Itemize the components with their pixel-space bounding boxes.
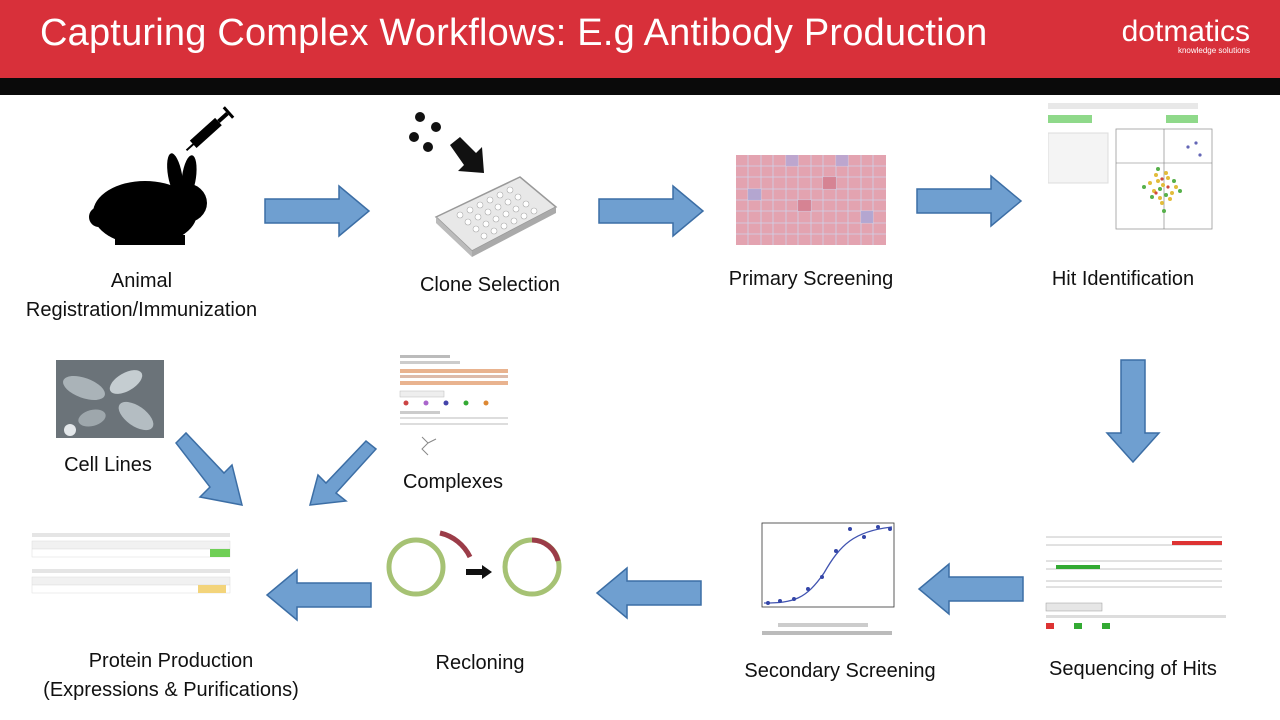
logo-tagline: knowledge solutions [1177,46,1250,55]
workflow-diagram: Animal Registration/Immunization Clone S… [0,95,1280,720]
arrow-diagonal-down-right [175,431,244,506]
arrow-right-1 [264,184,371,238]
step-primary-screening: Primary Screening [728,268,894,290]
protein-tables-thumbnail [31,533,231,594]
arrow-right-2 [598,184,705,238]
dose-response-curve-thumbnail [761,522,895,635]
slide-title: Capturing Complex Workflows: E.g Antibod… [40,12,988,54]
heatmap-plate-icon [736,155,886,245]
plasmid-recloning-icon [386,530,562,597]
cell-micrograph-thumbnail [56,360,164,438]
step-clone-selection: Clone Selection [419,274,561,296]
arrow-right-3 [916,174,1023,228]
dotmatics-logo: dotmatics knowledge solutions [1121,15,1250,56]
arrow-left-3 [265,568,372,622]
step-animal-line2: Registration/Immunization [25,299,258,321]
sequence-viewer-thumbnail [1045,536,1226,629]
step-protein-production: Protein Production (Expressions & Purifi… [20,647,322,705]
step-protein-line1: Protein Production [88,650,254,672]
arrow-down [1105,359,1161,464]
step-cell-lines: Cell Lines [64,454,152,476]
header-divider [0,78,1280,95]
step-animal-line1: Animal [110,270,173,292]
step-protein-line2: (Expressions & Purifications) [43,679,299,701]
step-recloning: Recloning [435,652,525,674]
rabbit-syringe-icon [89,106,235,245]
step-animal-registration: Animal Registration/Immunization [10,267,273,325]
step-complexes: Complexes [402,471,504,493]
well-plate-icon [409,112,558,257]
step-hit-identification: Hit Identification [1051,268,1195,290]
slide-header: Capturing Complex Workflows: E.g Antibod… [0,0,1280,78]
complex-document-thumbnail [399,355,508,456]
step-secondary-screening: Secondary Screening [744,660,936,682]
step-sequencing-of-hits: Sequencing of Hits [1049,658,1217,680]
arrow-diagonal-down-left [308,439,378,506]
arrow-left-1 [917,562,1024,616]
logo-name: dotmatics [1121,15,1250,48]
scatter-plot-thumbnail [1048,103,1213,230]
arrow-left-2 [595,566,702,620]
